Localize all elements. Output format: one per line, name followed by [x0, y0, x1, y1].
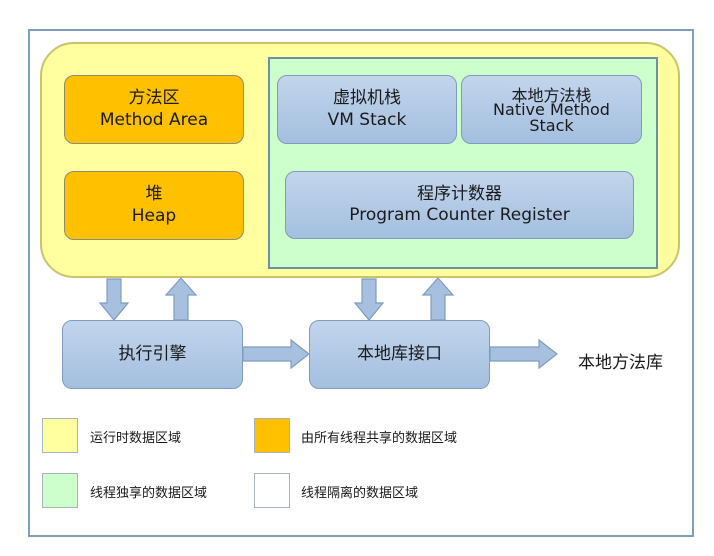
- native-method-stack-en-line2: Stack: [529, 115, 574, 135]
- arrow-right-interface-to-library: [489, 338, 558, 370]
- method-area-en: Method Area: [99, 109, 209, 130]
- program-counter-box: 程序计数器 Program Counter Register: [285, 171, 634, 239]
- legend-label-runtime: 运行时数据区域: [90, 431, 182, 446]
- arrow-down-runtime-to-engine: [98, 278, 130, 321]
- native-library-label: 本地方法库: [578, 353, 663, 373]
- vm-stack-box: 虚拟机栈 VM Stack: [277, 75, 457, 144]
- program-counter-en: Program Counter Register: [349, 205, 570, 225]
- heap-zh: 堆: [145, 184, 163, 205]
- vm-stack-zh: 虚拟机栈: [333, 88, 401, 109]
- legend-swatch-private: [42, 473, 78, 508]
- execution-engine-box: 执行引擎: [62, 320, 243, 389]
- native-method-stack-en-line1: Native Method: [493, 99, 610, 119]
- heap-box: 堆 Heap: [64, 171, 244, 240]
- legend-swatch-shared: [254, 418, 290, 453]
- method-area-box: 方法区 Method Area: [64, 75, 244, 144]
- arrow-up-engine-to-runtime: [164, 277, 198, 321]
- native-interface-label: 本地库接口: [357, 343, 442, 364]
- native-interface-box: 本地库接口: [309, 320, 490, 389]
- method-area-zh: 方法区: [128, 88, 180, 109]
- legend-swatch-runtime: [42, 418, 78, 453]
- native-method-stack-box: 本地方法栈 Native Method Stack: [461, 75, 642, 144]
- legend-label-shared: 由所有线程共享的数据区域: [301, 431, 458, 446]
- native-method-stack-zh: 本地方法栈: [511, 85, 592, 105]
- arrow-right-engine-to-interface: [242, 338, 310, 370]
- program-counter-zh: 程序计数器: [417, 183, 502, 204]
- arrow-down-runtime-to-interface: [353, 278, 385, 321]
- arrow-up-interface-to-runtime: [421, 277, 455, 321]
- legend-label-isolated: 线程隔离的数据区域: [301, 486, 419, 501]
- execution-engine-label: 执行引擎: [118, 343, 187, 364]
- legend-swatch-isolated: [254, 473, 290, 508]
- heap-en: Heap: [131, 205, 177, 226]
- legend-label-private: 线程独享的数据区域: [90, 486, 208, 501]
- vm-stack-en: VM Stack: [327, 109, 407, 130]
